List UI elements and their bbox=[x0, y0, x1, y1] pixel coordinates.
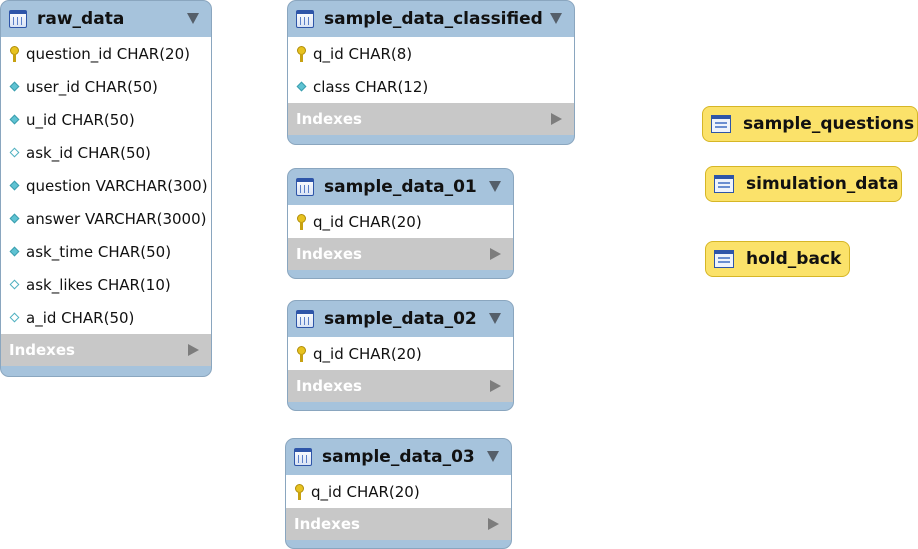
column-label: ask_id CHAR(50) bbox=[26, 143, 151, 162]
not-null-column-icon bbox=[296, 79, 307, 95]
table-sample-data-02[interactable]: sample_data_02 q_id CHAR(20) Indexes bbox=[287, 300, 514, 411]
column-label: q_id CHAR(20) bbox=[313, 212, 422, 231]
column-label: u_id CHAR(50) bbox=[26, 110, 135, 129]
expand-arrow-icon[interactable] bbox=[490, 248, 501, 260]
table-header[interactable]: raw_data bbox=[1, 1, 211, 37]
view-sample-questions[interactable]: sample_questions bbox=[702, 106, 918, 142]
expand-arrow-icon[interactable] bbox=[188, 344, 199, 356]
table-title: sample_data_03 bbox=[322, 447, 475, 467]
not-null-column-icon bbox=[9, 244, 20, 260]
view-title: sample_questions bbox=[743, 114, 915, 134]
indexes-label: Indexes bbox=[296, 377, 362, 395]
column-row[interactable]: class CHAR(12) bbox=[288, 70, 574, 103]
column-row[interactable]: ask_likes CHAR(10) bbox=[1, 268, 211, 301]
primary-key-icon bbox=[296, 213, 307, 230]
table-header[interactable]: sample_data_02 bbox=[288, 301, 513, 337]
primary-key-icon bbox=[9, 45, 20, 62]
table-title: sample_data_classified bbox=[324, 9, 543, 29]
table-title: sample_data_02 bbox=[324, 309, 477, 329]
column-row[interactable]: a_id CHAR(50) bbox=[1, 301, 211, 334]
column-label: class CHAR(12) bbox=[313, 77, 429, 96]
table-icon bbox=[296, 178, 314, 196]
column-list: question_id CHAR(20) user_id CHAR(50) u_… bbox=[1, 37, 211, 334]
table-icon bbox=[296, 310, 314, 328]
table-icon bbox=[296, 10, 314, 28]
nullable-column-icon bbox=[9, 145, 20, 161]
column-label: user_id CHAR(50) bbox=[26, 77, 158, 96]
collapse-arrow-icon[interactable] bbox=[489, 181, 501, 192]
column-list: q_id CHAR(20) bbox=[288, 205, 513, 238]
column-label: q_id CHAR(20) bbox=[313, 344, 422, 363]
column-label: q_id CHAR(8) bbox=[313, 44, 413, 63]
column-list: q_id CHAR(20) bbox=[286, 475, 511, 508]
primary-key-icon bbox=[296, 345, 307, 362]
table-sample-data-03[interactable]: sample_data_03 q_id CHAR(20) Indexes bbox=[285, 438, 512, 549]
column-row[interactable]: u_id CHAR(50) bbox=[1, 103, 211, 136]
table-icon bbox=[294, 448, 312, 466]
primary-key-icon bbox=[296, 45, 307, 62]
collapse-arrow-icon[interactable] bbox=[489, 313, 501, 324]
view-icon bbox=[714, 250, 734, 268]
column-row[interactable]: q_id CHAR(20) bbox=[288, 337, 513, 370]
expand-arrow-icon[interactable] bbox=[490, 380, 501, 392]
collapse-arrow-icon[interactable] bbox=[487, 451, 499, 462]
not-null-column-icon bbox=[9, 211, 20, 227]
table-title: raw_data bbox=[37, 9, 125, 29]
column-row[interactable]: q_id CHAR(20) bbox=[288, 205, 513, 238]
collapse-arrow-icon[interactable] bbox=[550, 13, 562, 24]
column-row[interactable]: question_id CHAR(20) bbox=[1, 37, 211, 70]
view-hold-back[interactable]: hold_back bbox=[705, 241, 850, 277]
table-header[interactable]: sample_data_01 bbox=[288, 169, 513, 205]
indexes-label: Indexes bbox=[9, 341, 75, 359]
column-row[interactable]: ask_time CHAR(50) bbox=[1, 235, 211, 268]
expand-arrow-icon[interactable] bbox=[488, 518, 499, 530]
table-header[interactable]: sample_data_classified bbox=[288, 1, 574, 37]
table-sample-data-01[interactable]: sample_data_01 q_id CHAR(20) Indexes bbox=[287, 168, 514, 279]
column-list: q_id CHAR(20) bbox=[288, 337, 513, 370]
not-null-column-icon bbox=[9, 112, 20, 128]
table-icon bbox=[9, 10, 27, 28]
column-label: q_id CHAR(20) bbox=[311, 482, 420, 501]
column-label: answer VARCHAR(3000) bbox=[26, 209, 207, 228]
indexes-label: Indexes bbox=[296, 110, 362, 128]
primary-key-icon bbox=[294, 483, 305, 500]
column-label: ask_time CHAR(50) bbox=[26, 242, 172, 261]
column-row[interactable]: question VARCHAR(300) bbox=[1, 169, 211, 202]
indexes-section[interactable]: Indexes bbox=[288, 370, 513, 402]
nullable-column-icon bbox=[9, 277, 20, 293]
not-null-column-icon bbox=[9, 79, 20, 95]
view-icon bbox=[714, 175, 734, 193]
view-simulation-data[interactable]: simulation_data bbox=[705, 166, 902, 202]
table-sample-data-classified[interactable]: sample_data_classified q_id CHAR(8) clas… bbox=[287, 0, 575, 145]
expand-arrow-icon[interactable] bbox=[551, 113, 562, 125]
column-label: question VARCHAR(300) bbox=[26, 176, 208, 195]
view-title: hold_back bbox=[746, 249, 842, 269]
column-label: question_id CHAR(20) bbox=[26, 44, 190, 63]
column-row[interactable]: q_id CHAR(20) bbox=[286, 475, 511, 508]
indexes-label: Indexes bbox=[294, 515, 360, 533]
table-raw-data[interactable]: raw_data question_id CHAR(20) user_id CH… bbox=[0, 0, 212, 377]
column-row[interactable]: user_id CHAR(50) bbox=[1, 70, 211, 103]
nullable-column-icon bbox=[9, 310, 20, 326]
view-title: simulation_data bbox=[746, 174, 899, 194]
collapse-arrow-icon[interactable] bbox=[187, 13, 199, 24]
column-row[interactable]: ask_id CHAR(50) bbox=[1, 136, 211, 169]
column-label: a_id CHAR(50) bbox=[26, 308, 135, 327]
indexes-section[interactable]: Indexes bbox=[288, 103, 574, 135]
column-list: q_id CHAR(8) class CHAR(12) bbox=[288, 37, 574, 103]
indexes-section[interactable]: Indexes bbox=[1, 334, 211, 366]
column-row[interactable]: q_id CHAR(8) bbox=[288, 37, 574, 70]
column-label: ask_likes CHAR(10) bbox=[26, 275, 171, 294]
view-icon bbox=[711, 115, 731, 133]
column-row[interactable]: answer VARCHAR(3000) bbox=[1, 202, 211, 235]
indexes-section[interactable]: Indexes bbox=[286, 508, 511, 540]
table-header[interactable]: sample_data_03 bbox=[286, 439, 511, 475]
indexes-section[interactable]: Indexes bbox=[288, 238, 513, 270]
not-null-column-icon bbox=[9, 178, 20, 194]
indexes-label: Indexes bbox=[296, 245, 362, 263]
table-title: sample_data_01 bbox=[324, 177, 477, 197]
